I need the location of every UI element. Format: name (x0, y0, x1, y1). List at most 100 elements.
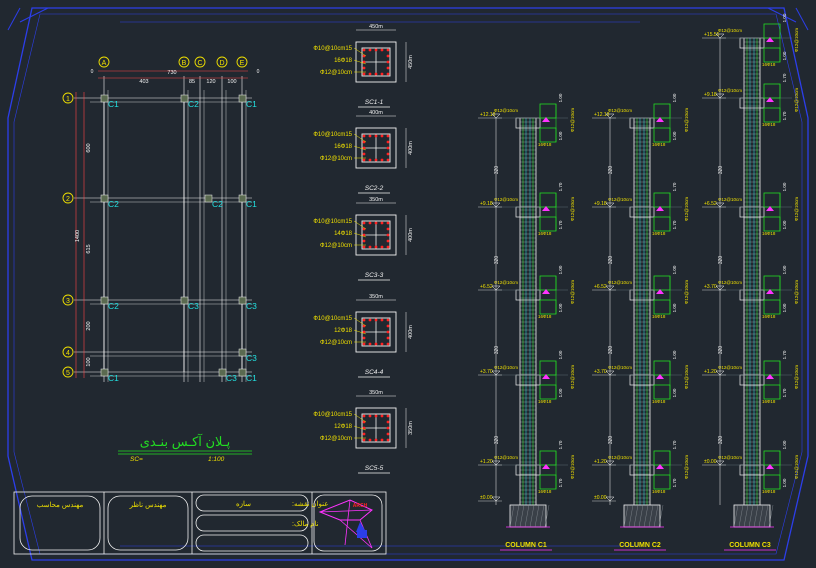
vertical-note: Ф12@10cm (794, 197, 799, 221)
axis-bubble-5 (62, 366, 74, 378)
right-dim: 1.70 (672, 182, 677, 191)
right-dim: 1.00 (672, 131, 677, 140)
rebar (386, 245, 390, 249)
title-field-1-value: سازه (236, 500, 251, 508)
section-outline (355, 407, 397, 449)
plan-column-label: C1 (108, 99, 119, 109)
stirrup-note: Ф12@10cm (608, 455, 632, 460)
title-cell-1-text: مهندس محاسب (37, 501, 84, 509)
axis-bubble-B (178, 56, 190, 68)
vertical-note: Ф12@10cm (570, 197, 575, 221)
rebar (386, 414, 390, 418)
rebar (386, 158, 390, 162)
section-note-1: 14Ф18 (334, 231, 353, 237)
plan-column (238, 368, 247, 377)
level-value: +9.18 (480, 201, 493, 207)
stirrup-note: Ф12@10cm (608, 280, 632, 285)
side-dim: 320 (608, 436, 614, 445)
stirrup-note: Ф12@10cm (718, 88, 742, 93)
axis-bubble-4 (62, 346, 74, 358)
zone-box (539, 360, 557, 376)
zone-box (653, 127, 671, 143)
level-marker (656, 464, 664, 469)
rebar (386, 324, 390, 328)
elevation-column-2: 16Ф18Ф12@10cm1.001.00Ф12@10cm16Ф18Ф12@10… (592, 93, 689, 551)
level-value: ±0.00 (594, 495, 607, 501)
rebar (362, 432, 366, 436)
right-dim: 1.00 (782, 478, 787, 487)
level-marker (542, 289, 550, 294)
plan-column-label: C3 (246, 301, 257, 311)
axis-label-D: D (219, 60, 224, 67)
rebar (362, 221, 366, 225)
section-note-1: 12Ф18 (334, 424, 353, 430)
vertical-note: Ф12@10cm (794, 455, 799, 479)
plan-column-label: C2 (212, 199, 223, 209)
stirrup-note: Ф12@10cm (494, 197, 518, 202)
zone-box (539, 384, 557, 400)
axis-label-A: A (102, 60, 107, 67)
right-dim: 1.00 (558, 131, 563, 140)
plan-column (100, 296, 109, 305)
zone-box (539, 103, 557, 119)
rebar (368, 318, 372, 322)
right-dim: 1.70 (782, 388, 787, 397)
section-label: SC3-3 (365, 272, 384, 279)
firm-logo: ARCH (313, 494, 383, 552)
bar-note: 16Ф18 (538, 489, 552, 494)
level-marker (656, 289, 664, 294)
corner-label-right: 0 (257, 69, 260, 75)
level-marker (542, 374, 550, 379)
zone-box (539, 192, 557, 208)
plan-column-label: C3 (188, 301, 199, 311)
zone-box (539, 474, 557, 490)
vertical-note: Ф12@10cm (570, 455, 575, 479)
axis-label-4: 4 (66, 350, 70, 357)
zone-box (653, 192, 671, 208)
rebar (380, 414, 384, 418)
section-label: SC1-1 (365, 99, 384, 106)
section-note-1: 16Ф18 (334, 58, 353, 64)
zone-box (653, 450, 671, 466)
plan-column (100, 368, 109, 377)
rebar (380, 245, 384, 249)
right-dim: 1.00 (558, 303, 563, 312)
stirrup-note: Ф12@10cm (718, 455, 742, 460)
rebar (380, 221, 384, 225)
bar-note: 16Ф18 (538, 142, 552, 147)
rebar (386, 233, 390, 237)
axis-label-5: 5 (66, 370, 70, 377)
level-value: ±0.00 (704, 459, 717, 465)
vertical-note: Ф12@10cm (794, 28, 799, 52)
rebar (386, 140, 390, 144)
rebar (374, 158, 378, 162)
plan-column (204, 194, 213, 203)
column-label: COLUMN C2 (619, 542, 661, 549)
side-dim: 320 (608, 256, 614, 265)
level-value: +9.18 (594, 201, 607, 207)
rebar (380, 438, 384, 442)
section-dim-top: 350m (369, 294, 383, 300)
stirrup-note: Ф12@10cm (718, 365, 742, 370)
rebar (386, 330, 390, 334)
rebar (362, 336, 366, 340)
top-total: 730 (167, 70, 176, 76)
side-dim: 320 (608, 346, 614, 355)
right-dim: 1.70 (558, 220, 563, 229)
left-dim-0: 600 (86, 143, 92, 152)
title-field-1-label: عنوان نقشه: (292, 500, 328, 508)
zone-box (763, 216, 781, 232)
rebar (374, 245, 378, 249)
level-marker (542, 206, 550, 211)
level-symbol (605, 113, 615, 119)
sheet-border-inner (13, 13, 803, 555)
left-dim-2: 200 (86, 321, 92, 330)
rebar (380, 48, 384, 52)
axis-label-1: 1 (66, 96, 70, 103)
bar-note: 16Ф18 (762, 231, 776, 236)
axis-bubble-E (236, 56, 248, 68)
zone-box (539, 216, 557, 232)
zone-box (763, 474, 781, 490)
plan-column-label: C2 (188, 99, 199, 109)
